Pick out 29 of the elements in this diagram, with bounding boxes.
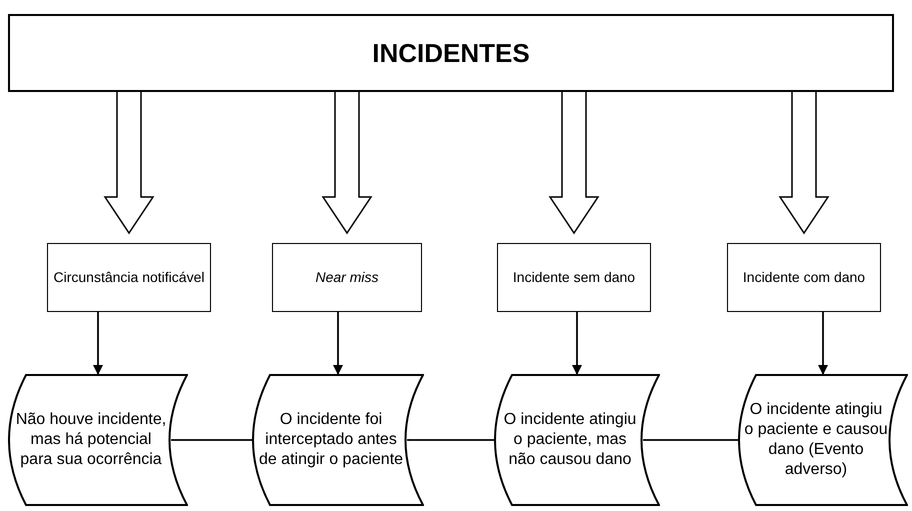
node-text: O incidente atingiu o paciente, mas não causou dano [502,410,638,470]
arrow [572,312,582,375]
connector-line [643,439,738,441]
node-text: Near miss [315,268,378,286]
stored-data-shape [494,374,660,506]
arrow [818,312,828,375]
block-arrow [322,91,372,234]
node-text: Incidente com dano [742,268,866,286]
arrow [333,312,343,375]
stored-data-shape [8,374,188,506]
node-text: Circunstância notificável [54,268,204,286]
stored-data-shape [738,374,908,506]
block-arrow [104,91,154,234]
category-box [272,243,422,312]
node-text: INCIDENTES [372,36,530,70]
node-text: O incidente foi interceptado antes de atingir o paciente [258,410,404,470]
category-box [727,243,881,312]
node-text: Incidente sem dano [512,268,636,286]
node-text: Não houve incidente, mas há potencial para sua ocorrência [14,410,168,470]
block-arrow [778,91,830,234]
title-box [8,14,894,92]
block-arrow [548,91,600,234]
connector-line [171,439,252,441]
category-box [47,243,211,312]
stored-data-shape [252,374,424,506]
arrow [93,312,103,375]
connector-line [407,439,494,441]
category-box [497,243,651,312]
node-text: O incidente atingiu o paciente e causou dano (Evento adverso) [743,400,889,480]
